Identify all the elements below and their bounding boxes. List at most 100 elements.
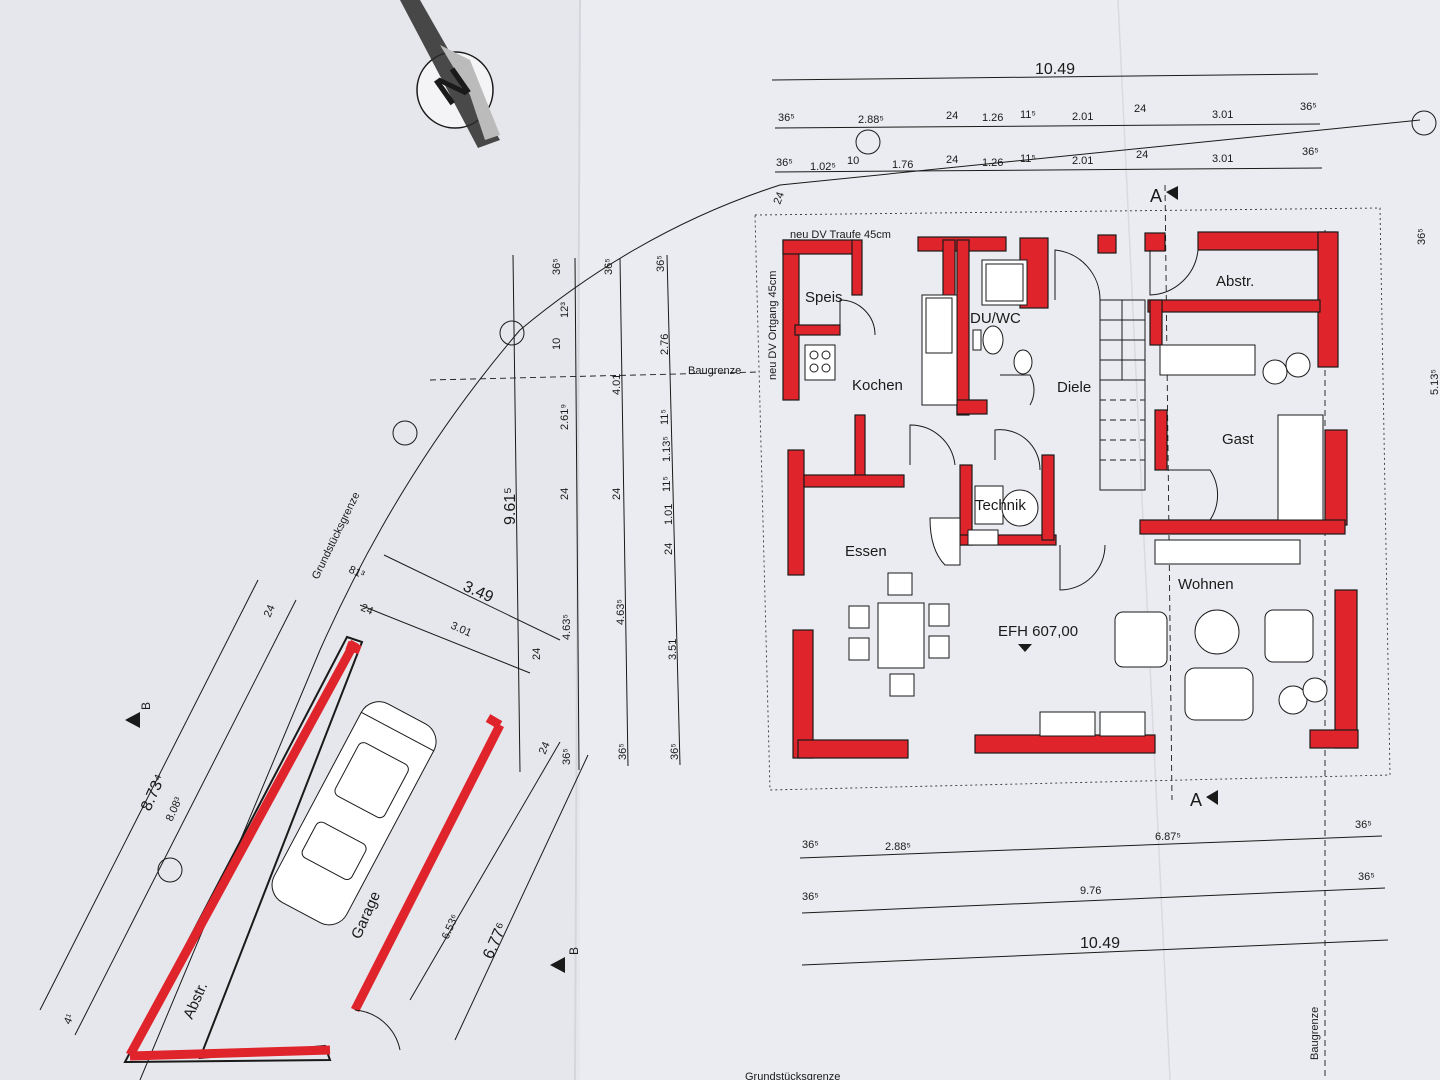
section-b1-label: B <box>139 702 153 710</box>
armchair-icon <box>1264 609 1314 663</box>
chair-icon <box>887 572 913 596</box>
chair-icon <box>848 605 870 629</box>
dim-label: 3.51 <box>667 639 679 660</box>
section-b-marker-1: B <box>125 702 153 728</box>
room-label-speis: Speis <box>805 289 843 306</box>
stove-icon <box>804 344 836 381</box>
cabinet-icon <box>1154 539 1301 565</box>
room-label-wohnen: Wohnen <box>1178 576 1234 593</box>
dim-label: 1.01 <box>663 504 675 525</box>
fixtures <box>804 259 1039 566</box>
dim-label: 24 <box>262 603 278 619</box>
paper-fold-right <box>1117 0 1171 1080</box>
dim-right-side: 36⁵ 5.13⁵ <box>1416 228 1440 395</box>
dim-label: 4.63⁵ <box>561 614 573 640</box>
dim-top-total: 10.49 <box>1035 61 1075 78</box>
wardrobe-icon <box>1159 344 1256 376</box>
boundary-marker <box>157 857 183 883</box>
dim-label: 11⁵ <box>661 476 673 492</box>
dim-label: 36⁵ <box>561 748 573 765</box>
room-label-kochen: Kochen <box>852 377 903 394</box>
north-arrow: N <box>400 0 500 148</box>
living-set <box>1039 344 1328 737</box>
dim-label: 1.02⁵ <box>810 161 836 173</box>
sideboard-icon <box>1099 711 1146 737</box>
dim-label: 3.01 <box>1212 109 1233 121</box>
section-b2-label: B <box>567 947 581 955</box>
dim-bottom-row1: 36⁵ 2.88⁵ 6.87⁵ 36⁵ <box>802 819 1372 853</box>
dim-label: 6.87⁵ <box>1155 831 1181 843</box>
dim-label: 24 <box>772 190 787 206</box>
coffee-table <box>1194 609 1240 655</box>
dimension-lines <box>39 73 1389 1041</box>
door-swings <box>839 249 1219 591</box>
dim-label: 36⁵ <box>776 157 793 169</box>
section-marker-bottom: A <box>1190 790 1218 810</box>
dim-label: 2.88⁵ <box>885 841 911 853</box>
dim-label: 9.76 <box>1080 885 1101 897</box>
dim-label: 36⁵ <box>1358 871 1375 883</box>
gable-note: neu DV Ortgang 45cm <box>767 271 779 380</box>
dim-left-col1: 36⁵ 12³ 10 2.61⁹ 24 4.63⁵ <box>551 258 573 640</box>
bed-icon <box>1277 414 1324 521</box>
dining-table <box>877 602 925 669</box>
boundary-marker <box>1411 110 1437 136</box>
dim-label: 3.01 <box>1212 153 1233 165</box>
dim-label: 24 <box>559 488 571 500</box>
property-boundary-line <box>139 119 1421 1080</box>
dim-label: 11⁵ <box>1020 109 1036 121</box>
room-label-du-wc: DU/WC <box>970 310 1021 327</box>
dim-label: 24 <box>537 740 553 756</box>
floor-level-label: EFH 607,00 <box>998 623 1078 640</box>
house-walls <box>782 231 1359 759</box>
dim-label: 24 <box>531 648 543 660</box>
sofa-icon <box>1184 667 1254 721</box>
sideboard-icon <box>1039 711 1096 737</box>
dim-label: 4.63⁵ <box>615 599 627 625</box>
dim-label: 36⁵ <box>603 258 615 275</box>
chair-icon <box>848 637 870 661</box>
staircase <box>1099 299 1146 491</box>
boundary-marker <box>499 320 525 346</box>
room-label-essen: Essen <box>845 543 887 560</box>
dim-label: 36⁵ <box>551 258 563 275</box>
room-label-diele: Diele <box>1057 379 1091 396</box>
section-line-a <box>1164 184 1173 801</box>
dim-label: 1.26 <box>982 112 1003 124</box>
stove-fireplace-icon <box>929 517 961 566</box>
dim-label: 36⁵ <box>802 891 819 903</box>
section-a-bottom-label: A <box>1190 790 1202 810</box>
baugrenze-line <box>429 371 761 381</box>
dim-label: 36⁵ <box>802 839 819 851</box>
plant-icon <box>1285 352 1311 378</box>
chair-icon <box>889 673 915 697</box>
dim-left-col2: 36⁵ 4.01 24 4.63⁵ 36⁵ <box>603 258 629 760</box>
dim-label: 11⁵ <box>659 409 671 425</box>
dim-label: 24 <box>611 488 623 500</box>
dim-label: 1.13⁵ <box>661 436 673 462</box>
dim-bottom-total: 10.49 <box>1080 935 1120 952</box>
car-icon <box>271 701 437 926</box>
dim-label: 24 <box>663 543 675 555</box>
dim-label: 36⁵ <box>1300 101 1317 113</box>
dim-label: 36⁵ <box>1355 819 1372 831</box>
kitchen-sink-icon <box>925 297 953 354</box>
dining-set <box>848 572 950 697</box>
plant-icon <box>1262 359 1288 385</box>
chair-icon <box>928 635 950 659</box>
dim-label: 1.76 <box>892 159 913 171</box>
plant-icon <box>1302 677 1328 703</box>
dim-bottom-row2: 36⁵ 9.76 36⁵ <box>802 871 1375 903</box>
dim-label: 10 <box>847 155 859 167</box>
dim-label: 24 <box>946 110 958 122</box>
dim-label: 36⁵ <box>655 255 667 272</box>
dim-label: 36⁵ <box>669 743 681 760</box>
section-b-marker-2: B <box>550 947 581 973</box>
property-line-label-bottom: Grundstücksgrenze <box>745 1071 840 1080</box>
room-label-abstr: Abstr. <box>1216 273 1254 290</box>
boundary-marker <box>855 129 881 155</box>
dim-label: 24 <box>1136 149 1148 161</box>
sink-icon <box>1013 349 1033 375</box>
garage-walls <box>123 635 505 1064</box>
